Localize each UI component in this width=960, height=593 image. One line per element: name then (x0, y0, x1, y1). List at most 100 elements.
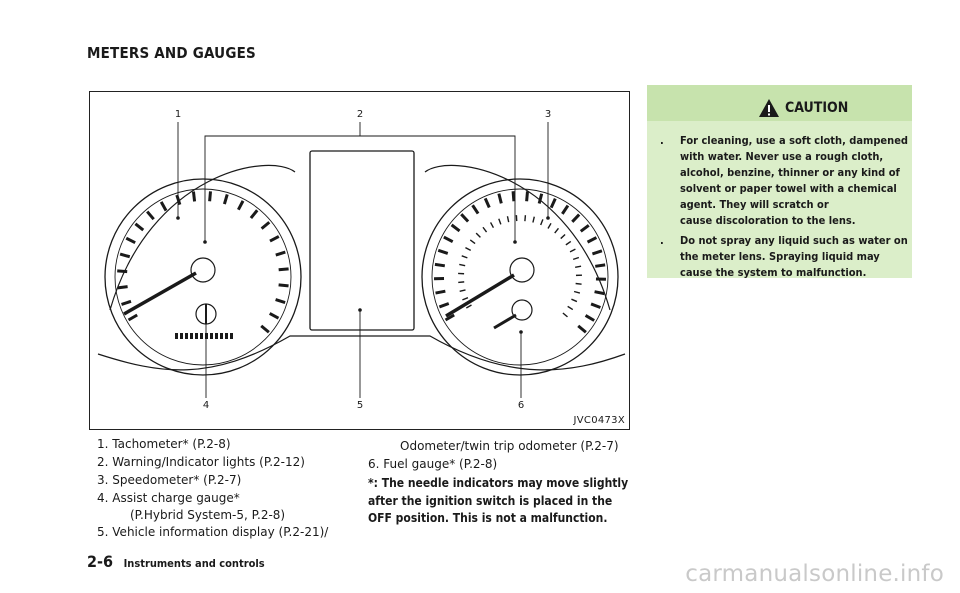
speedometer-rim (421, 178, 619, 376)
gauge-tick (458, 281, 465, 284)
gauge-tick (461, 255, 468, 259)
gauge-tick (278, 267, 289, 272)
tachometer-hub (190, 257, 216, 283)
gauge-tick (471, 204, 480, 215)
gauge-tick (444, 313, 455, 322)
instrument-cluster-figure: 1 2 3 4 5 6 JVC0473X (89, 91, 630, 430)
gauge-tick (590, 302, 601, 309)
gauge-tick (595, 263, 606, 268)
gauge-tick (260, 221, 271, 230)
gauge-tick (571, 213, 581, 223)
gauge-tick (562, 312, 568, 318)
gauge-tick (278, 283, 289, 288)
callout-4: 4 (202, 400, 210, 411)
gauge-tick (561, 204, 570, 215)
callout-3: 3 (544, 109, 552, 120)
gauge-tick (573, 290, 581, 294)
dashboard-outline (97, 335, 626, 371)
gauge-tick (260, 324, 270, 334)
gauge-tick (594, 290, 605, 296)
gauge-tick (434, 262, 446, 268)
speedometer-hub (509, 257, 535, 283)
gauge-tick (498, 218, 502, 225)
gauge-tick (497, 193, 503, 204)
gauge-tick (506, 216, 510, 223)
footer-section: Instruments and controls (123, 557, 265, 570)
gauge-tick (560, 233, 566, 240)
gauge-tick (459, 289, 466, 292)
gauge-tick (525, 191, 529, 202)
caution-header (647, 85, 912, 121)
callout-6: 6 (517, 400, 525, 411)
gauge-tick (146, 210, 155, 221)
gauge-tick (482, 226, 488, 233)
gauge-tick (438, 302, 450, 309)
gauge-tick (275, 250, 286, 257)
page-number: 2-6 (87, 552, 114, 571)
gauge-tick (565, 240, 572, 246)
gauge-tick (524, 215, 527, 222)
gauge-tick (443, 235, 454, 244)
gauge-tick (437, 248, 449, 255)
speedometer-inner-ticks (458, 215, 582, 318)
callout-2: 2 (356, 109, 364, 120)
list-item-continuation: (P.Hybrid System-5, P.2-8) (130, 508, 286, 522)
gauge-tick (269, 235, 280, 243)
caution-box: CAUTION . For cleaning, use a soft cloth… (647, 85, 912, 279)
gauge-tick (117, 269, 128, 274)
gauge-tick (159, 201, 168, 212)
figure-id: JVC0473X (573, 415, 625, 426)
gauge-tick (125, 236, 136, 245)
callout-5: 5 (356, 400, 364, 411)
speedometer-ticks (433, 191, 607, 334)
gauge-tick (540, 219, 544, 226)
watermark: carmanualsonline.info (685, 561, 944, 587)
gauge-tick (489, 222, 495, 229)
dashboard-hood (109, 164, 611, 311)
gauge-tick (591, 249, 603, 256)
gauge-tick (571, 298, 578, 303)
list-item: 1. Tachometer* (P.2-8) (97, 437, 231, 451)
gauge-tick (208, 191, 212, 202)
page-footer: 2-6 Instruments and controls (87, 552, 265, 571)
gauge-tick (121, 299, 132, 306)
gauge-tick (462, 297, 469, 301)
caution-title: CAUTION (785, 100, 849, 116)
gauge-tick (577, 324, 587, 334)
section-title: METERS AND GAUGES (87, 44, 256, 62)
gauge-tick (435, 289, 446, 295)
footnote: *: The needle indicators may move slight… (368, 476, 629, 525)
gauge-tick (134, 222, 145, 232)
gauge-tick (569, 248, 576, 253)
gauge-tick (117, 285, 128, 290)
gauge-tick (575, 265, 582, 268)
gauge-tick (237, 200, 245, 211)
tachometer-rim (104, 178, 302, 376)
list-item: 6. Fuel gauge* (P.2-8) (368, 457, 498, 471)
gauge-tick (465, 246, 472, 252)
gauge-tick (465, 304, 472, 309)
list-item: 3. Speedometer* (P.2-7) (97, 473, 242, 487)
fuel-gauge-hub (511, 299, 533, 321)
gauge-tick (249, 209, 259, 219)
gauge-tick (191, 191, 197, 202)
gauge-tick (127, 313, 138, 322)
list-item: 2. Warning/Indicator lights (P.2-12) (97, 455, 305, 469)
gauge-tick (584, 314, 595, 322)
gauge-tick (511, 191, 516, 202)
warning-icon (759, 99, 779, 117)
gauge-tick (554, 227, 560, 234)
gauge-tick (567, 305, 574, 311)
gauge-tick (572, 256, 580, 261)
gauge-tick (475, 232, 481, 238)
callout-1: 1 (174, 109, 182, 120)
gauge-tick (459, 263, 466, 267)
gauge-tick (460, 213, 470, 223)
gauge-tick (119, 252, 131, 259)
list-item: 4. Assist charge gauge* (97, 491, 240, 505)
gauge-tick (537, 193, 544, 204)
gauge-tick (275, 298, 286, 304)
gauge-tick (549, 197, 557, 209)
gauge-tick (532, 216, 535, 223)
cluster-illustration (97, 122, 626, 398)
